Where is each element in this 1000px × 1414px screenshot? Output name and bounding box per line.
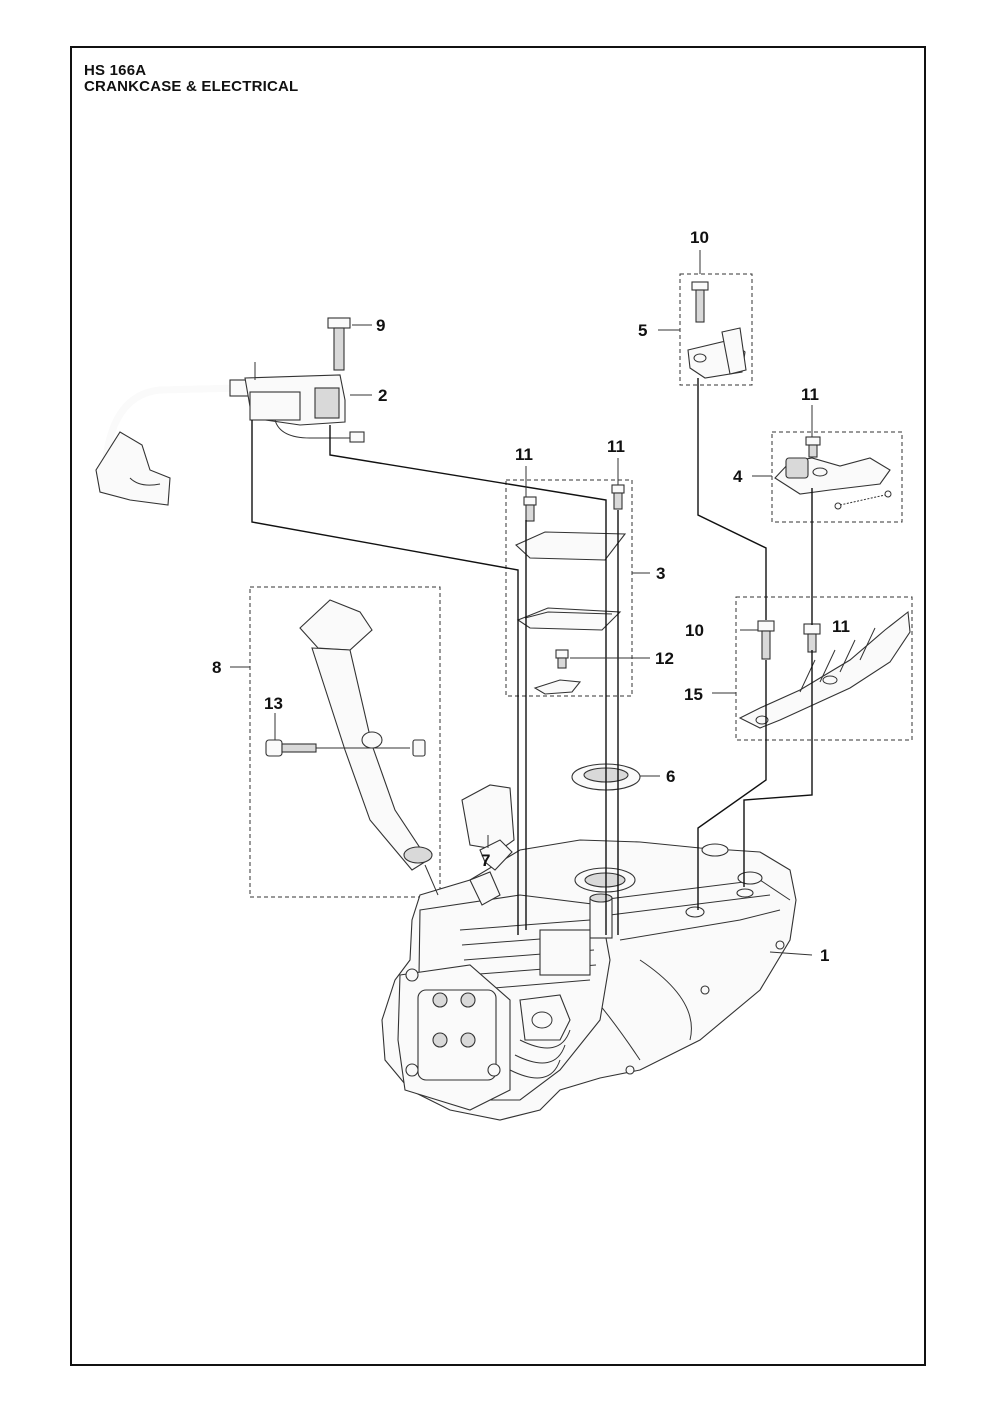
screw-9-drawing — [327, 317, 351, 371]
group-box-8 — [249, 586, 441, 898]
group-box-3 — [505, 479, 633, 697]
callout-10-low: 10 — [685, 621, 704, 640]
callout-7: 7 — [481, 851, 490, 870]
guide-15-drawing — [738, 610, 911, 729]
ignition-module-drawing — [95, 362, 365, 506]
page-frame — [70, 46, 926, 1366]
callout-8: 8 — [212, 658, 221, 677]
group-box-15 — [735, 596, 913, 741]
callout-11-c: 11 — [801, 385, 819, 404]
callout-2: 2 — [378, 386, 387, 405]
callout-9: 9 — [376, 316, 385, 335]
callout-3: 3 — [656, 564, 665, 583]
stop-switch-drawing — [774, 436, 892, 510]
callout-15: 15 — [684, 685, 703, 704]
oil-filler-drawing — [265, 599, 439, 896]
section-title: CRANKCASE & ELECTRICAL — [84, 78, 299, 95]
assembly-lines — [251, 378, 813, 935]
callout-13: 13 — [264, 694, 283, 713]
callout-1: 1 — [820, 946, 829, 965]
callout-12: 12 — [655, 649, 674, 668]
model-number: HS 166A — [84, 62, 147, 79]
callout-4: 4 — [733, 467, 743, 486]
callout-11-a: 11 — [515, 445, 533, 464]
callout-ticks — [230, 250, 813, 956]
group-box-4 — [771, 431, 903, 523]
callout-10-top: 10 — [690, 228, 709, 247]
callout-11-b: 11 — [607, 437, 625, 456]
bracket-drawing — [687, 281, 747, 379]
callout-5: 5 — [638, 321, 647, 340]
gasket-set-drawing — [515, 484, 627, 695]
callout-11-d: 11 — [832, 617, 850, 636]
callout-6: 6 — [666, 767, 675, 786]
crankcase-drawing — [381, 839, 797, 1121]
